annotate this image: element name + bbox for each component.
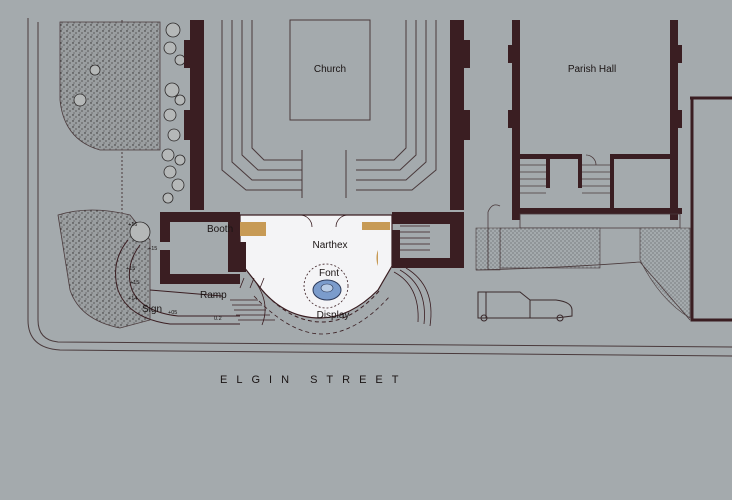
car-icon bbox=[477, 291, 573, 322]
grade-mark: +16 bbox=[128, 222, 137, 228]
church-label: Church bbox=[314, 64, 346, 75]
landscaping-left bbox=[57, 21, 186, 329]
grade-mark: +15 bbox=[126, 266, 135, 272]
parish-hall-label: Parish Hall bbox=[568, 64, 616, 75]
display-label: Display bbox=[317, 310, 350, 321]
font-label: Font bbox=[319, 268, 339, 279]
landscaping-right bbox=[475, 96, 732, 322]
narthex-label: Narthex bbox=[312, 240, 347, 251]
grade-mark: +15 bbox=[148, 246, 157, 252]
grade-mark: +14 bbox=[128, 296, 137, 302]
grade-mark: +15 bbox=[130, 280, 139, 286]
entrance-walls bbox=[160, 212, 464, 284]
stairs bbox=[230, 225, 432, 327]
narthex-area: Narthex Font Display bbox=[239, 214, 393, 335]
street-label: ELGIN STREET bbox=[220, 374, 407, 386]
parish-hall-building: Parish Hall bbox=[508, 20, 682, 229]
grade-mark: +05 bbox=[168, 310, 177, 316]
ramp-label: Ramp bbox=[200, 290, 227, 301]
grade-marks: +16 +15 +15 +15 +14 +05 0.2 bbox=[126, 222, 222, 322]
grade-mark: 0.2 bbox=[214, 316, 222, 322]
church-building: Church bbox=[184, 19, 470, 210]
sign-label: Sign bbox=[142, 304, 162, 315]
booth-label: Booth bbox=[207, 224, 233, 235]
ramp bbox=[115, 239, 240, 325]
